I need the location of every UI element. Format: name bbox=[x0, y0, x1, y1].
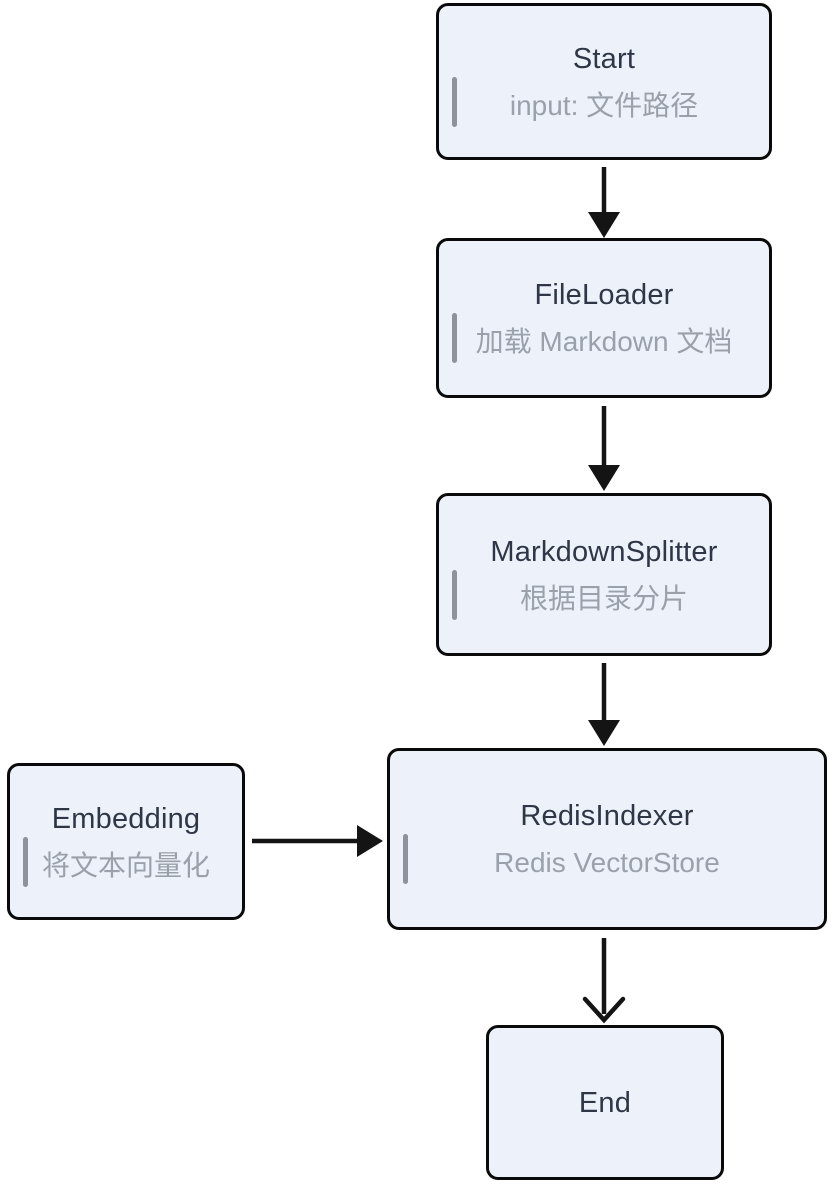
node-title: RedisIndexer bbox=[520, 800, 694, 832]
node-subtitle: Redis VectorStore bbox=[494, 847, 720, 878]
edge-fileloader-to-markdownsplitter bbox=[588, 406, 620, 491]
node-grip-bar bbox=[452, 313, 457, 363]
node-title: FileLoader bbox=[534, 279, 674, 311]
node-title: MarkdownSplitter bbox=[490, 535, 718, 568]
edge-embedding-to-redisindexer bbox=[252, 825, 383, 857]
node-grip-bar bbox=[452, 76, 457, 127]
node-subtitle: input: 文件路径 bbox=[509, 89, 699, 121]
node-fileloader: FileLoader 加载 Markdown 文档 bbox=[436, 238, 772, 398]
node-subtitle: 加载 Markdown 文档 bbox=[475, 326, 733, 357]
node-title: End bbox=[578, 1086, 632, 1119]
node-subtitle: 根据目录分片 bbox=[519, 582, 688, 614]
node-grip-bar bbox=[452, 569, 457, 620]
node-redisindexer: RedisIndexer Redis VectorStore bbox=[387, 748, 827, 930]
edge-redisindexer-to-end bbox=[582, 938, 626, 1024]
node-end: End bbox=[486, 1025, 724, 1180]
node-subtitle: 将文本向量化 bbox=[41, 849, 210, 881]
node-title: Embedding bbox=[51, 802, 201, 835]
node-embedding: Embedding 将文本向量化 bbox=[7, 763, 245, 920]
node-title: Start bbox=[572, 42, 636, 75]
node-start: Start input: 文件路径 bbox=[436, 3, 772, 160]
edge-markdownsplitter-to-redisindexer bbox=[588, 663, 620, 746]
edge-start-to-fileloader bbox=[588, 167, 620, 238]
node-grip-bar bbox=[23, 836, 28, 887]
node-markdownsplitter: MarkdownSplitter 根据目录分片 bbox=[436, 493, 772, 656]
node-grip-bar bbox=[403, 834, 408, 884]
